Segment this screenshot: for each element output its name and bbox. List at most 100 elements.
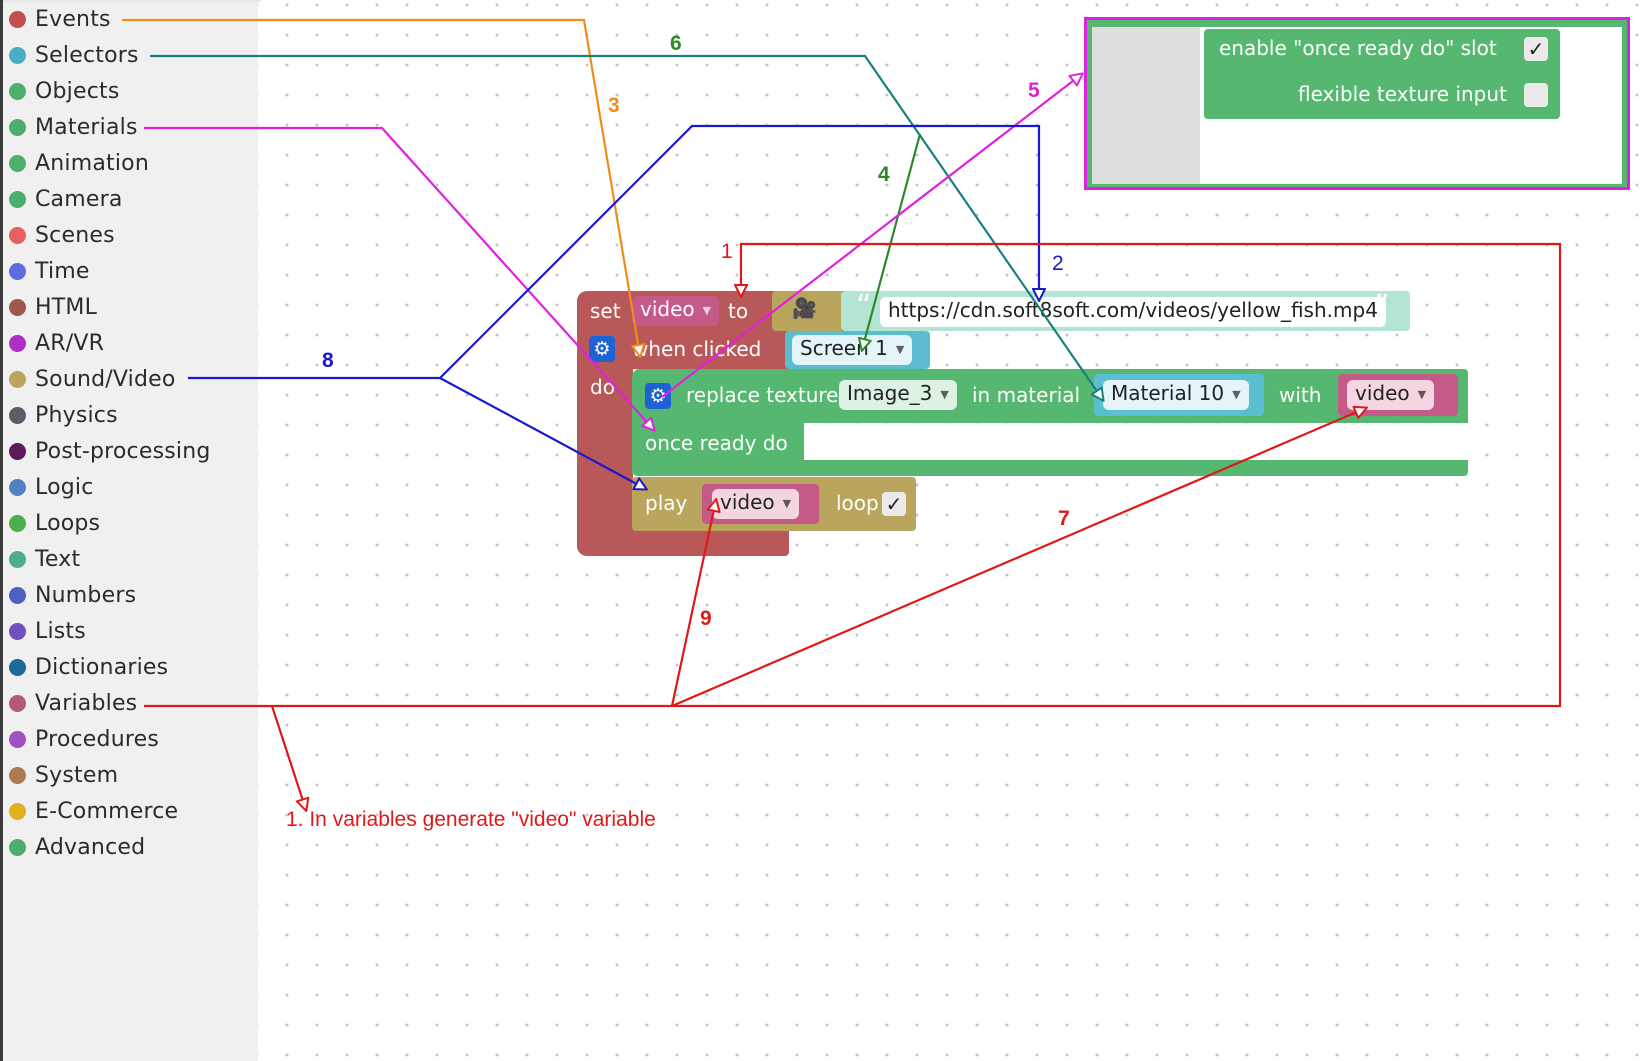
toolbox-category-system[interactable]: System: [9, 758, 118, 792]
quote-open-icon: “: [856, 289, 872, 324]
toolbox-category-dictionaries[interactable]: Dictionaries: [9, 650, 168, 684]
set-label: set: [590, 299, 621, 323]
category-color-dot: [9, 262, 26, 280]
set-block-bottom: [577, 530, 789, 556]
category-label: Objects: [35, 78, 120, 104]
once-ready-label: once ready do: [645, 431, 788, 455]
category-label: Lists: [35, 618, 86, 644]
with-label: with: [1279, 383, 1322, 407]
toolbox-category-logic[interactable]: Logic: [9, 470, 94, 504]
toolbox-category-physics[interactable]: Physics: [9, 398, 118, 432]
category-color-dot: [9, 730, 26, 748]
toolbox-category-sound-video[interactable]: Sound/Video: [9, 362, 176, 396]
toolbox-category-post-processing[interactable]: Post-processing: [9, 434, 211, 468]
replace-texture-bottom: [632, 460, 1468, 476]
toolbox-category-lists[interactable]: Lists: [9, 614, 86, 648]
toolbox-category-events[interactable]: Events: [9, 2, 111, 36]
category-label: Camera: [35, 186, 123, 212]
category-color-dot: [9, 370, 26, 388]
replace-texture-label: replace texture: [686, 383, 839, 407]
category-label: Dictionaries: [35, 654, 169, 680]
screen-value: Screen 1: [800, 336, 888, 360]
toolbox-category-materials[interactable]: Materials: [9, 110, 138, 144]
toolbox-category-variables[interactable]: Variables: [9, 686, 137, 720]
when-clicked-label: when clicked: [632, 337, 762, 361]
category-color-dot: [9, 838, 26, 856]
category-label: Text: [35, 546, 81, 572]
toolbox-category-advanced[interactable]: Advanced: [9, 830, 145, 864]
category-color-dot: [9, 442, 26, 460]
category-label: Post-processing: [35, 438, 211, 464]
toolbox-category-numbers[interactable]: Numbers: [9, 578, 136, 612]
do-label: do: [590, 375, 615, 399]
play-source-dropdown[interactable]: video▼: [712, 489, 800, 519]
material-value: Material 10: [1111, 381, 1225, 405]
play-label: play: [645, 491, 688, 515]
material-dropdown[interactable]: Material 10 ▼: [1103, 380, 1249, 410]
enable-once-ready-checkbox[interactable]: ✓: [1524, 37, 1548, 61]
gear-icon[interactable]: ⚙: [645, 383, 671, 409]
flexible-texture-label: flexible texture input: [1298, 82, 1507, 106]
toolbox-category-loops[interactable]: Loops: [9, 506, 100, 540]
flexible-texture-checkbox[interactable]: [1524, 83, 1548, 107]
category-color-dot: [9, 82, 26, 100]
category-color-dot: [9, 298, 26, 316]
texture-source-value: video: [1355, 381, 1410, 405]
chevron-down-icon: ▼: [895, 342, 905, 356]
toolbox-category-selectors[interactable]: Selectors: [9, 38, 139, 72]
category-label: Scenes: [35, 222, 115, 248]
set-variable-value: video: [640, 297, 695, 321]
set-variable-dropdown[interactable]: video ▼: [632, 296, 720, 326]
toolbox-category-objects[interactable]: Objects: [9, 74, 120, 108]
chevron-down-icon: ▼: [782, 496, 792, 510]
category-label: Procedures: [35, 726, 159, 752]
mutator-options-block[interactable]: [1204, 29, 1560, 119]
screen-dropdown[interactable]: Screen 1 ▼: [792, 335, 913, 365]
category-color-dot: [9, 766, 26, 784]
category-color-dot: [9, 658, 26, 676]
toolbox-category-camera[interactable]: Camera: [9, 182, 123, 216]
toolbox-category-time[interactable]: Time: [9, 254, 90, 288]
toolbox-category-text[interactable]: Text: [9, 542, 80, 576]
once-ready-slot[interactable]: [804, 424, 1468, 460]
category-label: Variables: [35, 690, 138, 716]
category-label: AR/VR: [35, 330, 105, 356]
category-label: Loops: [35, 510, 101, 536]
category-color-dot: [9, 622, 26, 640]
category-label: Animation: [35, 150, 149, 176]
toolbox-category-animation[interactable]: Animation: [9, 146, 149, 180]
category-color-dot: [9, 190, 26, 208]
toolbox-category-html[interactable]: HTML: [9, 290, 97, 324]
loop-label: loop: [836, 491, 879, 515]
category-label: Logic: [35, 474, 94, 500]
category-label: Events: [35, 6, 111, 32]
category-label: Time: [35, 258, 90, 284]
gear-icon[interactable]: ⚙: [589, 336, 615, 362]
texture-source-dropdown[interactable]: video▼: [1347, 380, 1435, 410]
chevron-down-icon: ▼: [702, 303, 712, 317]
toolbox-top-line: [3, 0, 261, 2]
toolbox-category-ar-vr[interactable]: AR/VR: [9, 326, 104, 360]
toolbox-category-scenes[interactable]: Scenes: [9, 218, 115, 252]
enable-once-ready-label: enable "once ready do" slot: [1219, 36, 1497, 60]
category-color-dot: [9, 10, 26, 28]
category-label: Sound/Video: [35, 366, 176, 392]
to-label: to: [728, 299, 749, 323]
toolbox-category-e-commerce[interactable]: E-Commerce: [9, 794, 178, 828]
toolbox-category-procedures[interactable]: Procedures: [9, 722, 159, 756]
category-label: HTML: [35, 294, 98, 320]
in-material-label: in material: [972, 383, 1081, 407]
chevron-down-icon: ▼: [940, 387, 949, 401]
category-label: Materials: [35, 114, 138, 140]
url-text-field[interactable]: https://cdn.soft8soft.com/videos/yellow_…: [880, 297, 1386, 327]
texture-value: Image_3: [847, 381, 933, 405]
category-label: Numbers: [35, 582, 137, 608]
url-value: https://cdn.soft8soft.com/videos/yellow_…: [888, 298, 1378, 322]
texture-dropdown[interactable]: Image_3 ▼: [839, 380, 957, 410]
chevron-down-icon: ▼: [1232, 387, 1241, 401]
category-color-dot: [9, 334, 26, 352]
category-color-dot: [9, 118, 26, 136]
quote-close-icon: ”: [1374, 289, 1390, 324]
loop-checkbox[interactable]: ✓: [882, 492, 906, 516]
